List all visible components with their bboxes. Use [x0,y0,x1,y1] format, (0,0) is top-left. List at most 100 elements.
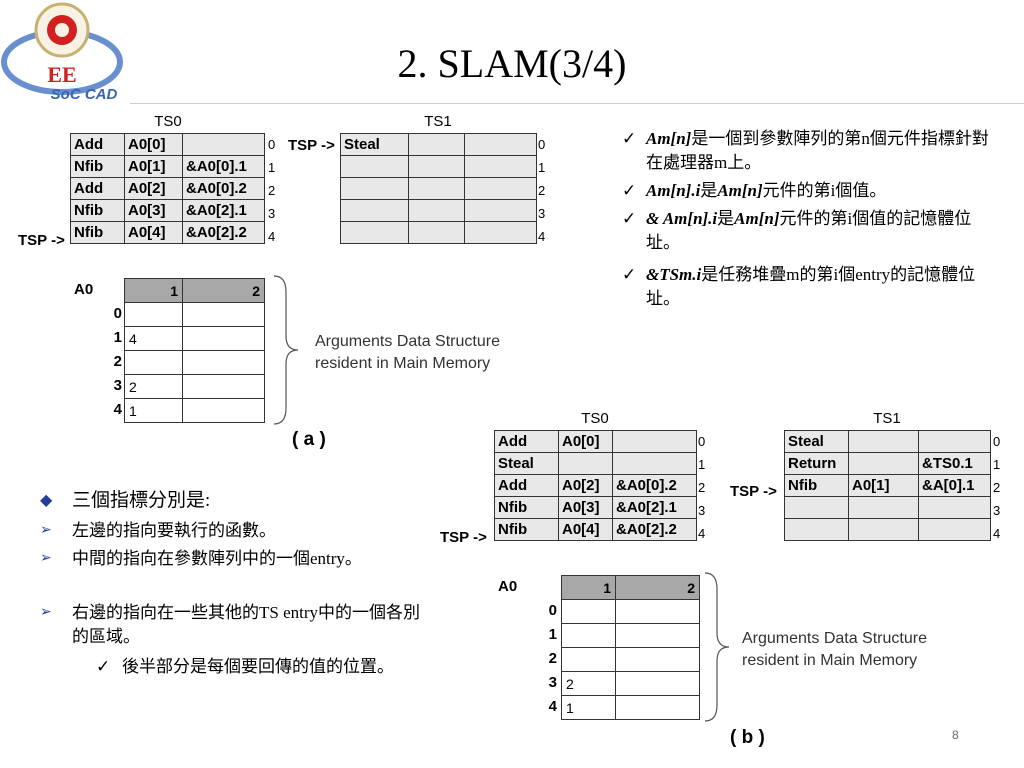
stack-index: 2 [538,183,546,198]
stack-cell: A0[1] [124,155,183,178]
stack-cell: &A0[0].2 [612,474,697,497]
heading-text: 三個指標分別是: [72,490,211,511]
checkmark-icon: ✓ [622,129,637,148]
note-bold: Am[n] [646,129,692,148]
arguments-note-a: Arguments Data Structure resident in Mai… [315,331,500,375]
stack-cell [612,430,697,453]
stack-cell: &A0[2].1 [612,496,697,519]
left-note-item: ➢ 右邊的指向在一些其他的TS entry中的一個各別的區域。 [40,601,430,649]
array-col-header: 2 [615,575,700,600]
stack-cell: Steal [494,452,559,475]
stack-cell [848,496,919,519]
note-text: 中間的指向在參數陣列中的一個entry。 [72,549,362,568]
array-cell [615,647,700,672]
stack-cell [182,133,265,156]
stack-cell [784,518,849,541]
ts0-label-a: TS0 [154,113,182,130]
array-row-index: 1 [113,329,122,346]
note-text: 元件的第i個值的記憶體位址。 [646,209,972,252]
arguments-note-b: Arguments Data Structure resident in Mai… [742,628,927,672]
array-cell: 2 [124,374,183,399]
stack-cell: A0[2] [124,177,183,200]
ts0-label-b: TS0 [581,410,609,427]
brace-icon-b [704,572,730,722]
stack-cell [464,155,537,178]
array-name-b: A0 [498,578,518,595]
array-col-header: 1 [124,278,183,303]
stack-row [784,496,991,519]
array-cell [615,671,700,696]
stack-row [340,155,537,178]
stack-cell: A0[3] [124,199,183,222]
array-row: 4 [124,326,265,351]
arrow-bullet-icon: ➢ [40,605,52,620]
stack-cell [464,133,537,156]
arguments-note-line: Arguments Data Structure [742,630,927,647]
stack-row: Steal [784,430,991,453]
stack-cell [918,430,991,453]
stack-cell [408,199,465,222]
array-row [561,599,700,624]
stack-cell: A0[3] [558,496,613,519]
array-row [561,623,700,648]
logo-soc-text: SoC CAD [51,86,118,103]
tsp-pointer-ts1-b: TSP -> [730,483,777,500]
stack-index: 3 [538,206,546,221]
stack-index: 3 [268,206,276,221]
ts1-label-b: TS1 [873,410,901,427]
stack-cell: Nfib [70,199,125,222]
stack-cell: A0[4] [558,518,613,541]
stack-cell [464,221,537,244]
stack-index: 4 [268,229,276,244]
stack-cell [612,452,697,475]
array-row-index: 2 [548,650,557,667]
school-logo: EE SoC CAD [0,0,125,105]
arguments-note-line: resident in Main Memory [742,652,918,669]
array-cell [615,599,700,624]
array-col-header: 1 [561,575,616,600]
note-text: 是 [717,209,735,228]
logo-emblem-icon: EE SoC CAD [1,2,123,103]
array-row-index: 0 [548,602,557,619]
page-number: 8 [952,728,959,742]
tsp-pointer-ts0-a: TSP -> [18,232,65,249]
checkmark-icon: ✓ [622,209,637,228]
tsp-pointer-ts0-b: TSP -> [440,529,487,546]
stack-cell: Nfib [70,221,125,244]
note-text: 左邊的指向要執行的函數。 [72,521,276,540]
stack-index: 4 [698,526,706,541]
stack-cell: &A0[0].1 [182,155,265,178]
note-item: ✓ & Am[n].i是Am[n]元件的第i個值的記憶體位址。 [622,207,1002,255]
checkmark-icon: ✓ [622,181,637,200]
logo-ee-text: EE [47,62,76,87]
array-cell: 4 [124,326,183,351]
stack-cell: Nfib [70,155,125,178]
stack-row: Return&TS0.1 [784,452,991,475]
stack-index: 4 [993,526,1001,541]
stack-cell: &A0[2].2 [612,518,697,541]
stack-cell [340,199,409,222]
array-row-index: 3 [113,377,122,394]
stack-index: 0 [698,434,706,449]
caption-b: ( b ) [730,727,765,748]
note-text: 後半部分是每個要回傳的值的位置。 [122,657,394,676]
stack-cell [784,496,849,519]
stack-cell [408,221,465,244]
stack-cell: &A0[2].2 [182,221,265,244]
note-text: 元件的第i個值。 [762,181,887,200]
stack-index: 2 [993,480,1001,495]
stack-cell [408,177,465,200]
stack-index: 1 [993,457,1001,472]
stack-cell: Nfib [494,496,559,519]
stack-index: 1 [698,457,706,472]
array-cell [561,599,616,624]
note-bold: & Am[n].i [646,209,718,228]
